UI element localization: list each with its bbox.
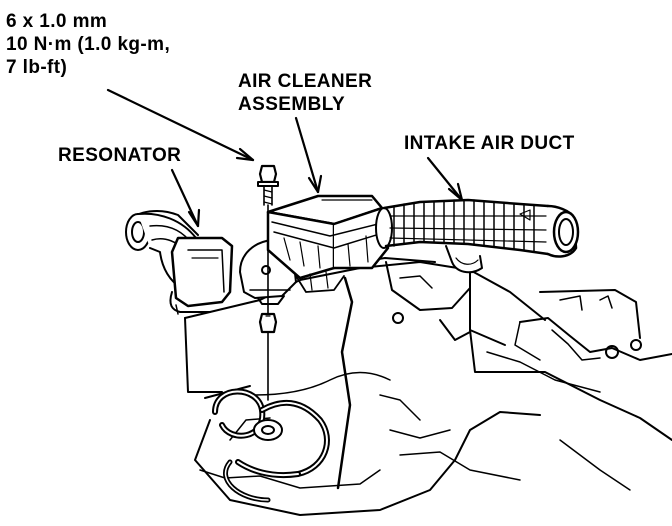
bolt-size-label: 6 x 1.0 mm [6,11,108,32]
air-cleaner-leader [294,116,320,194]
vacuum-hose-loops [212,388,330,503]
resonator-label: RESONATOR [58,145,182,166]
callout-leaders [106,88,464,228]
bolt-torque-imperial-label: 7 lb-ft) [6,57,68,78]
intake-duct-arrowhead [447,182,464,202]
air-cleaner-housing [266,194,393,293]
intake-duct-leader [426,156,464,202]
bolt-torque-metric-label: 10 N·m (1.0 kg-m, [6,34,171,55]
bolt-spec-leader [106,88,255,162]
intake-air-duct-label: INTAKE AIR DUCT [404,133,575,154]
bolt-spec-callout: 6 x 1.0 mm 10 N·m (1.0 kg-m, 7 lb-ft) [6,10,170,79]
air-cleaner-assembly-callout: AIR CLEANER ASSEMBLY [238,70,372,116]
mounting-bolt [257,164,279,401]
resonator-leader [170,168,200,228]
bolt-spec-arrowhead [235,147,255,162]
air-cleaner-arrowhead [307,174,323,194]
engine-bay-background [184,257,672,516]
resonator-arrowhead [187,208,201,228]
resonator [125,209,234,315]
intake-air-duct [382,198,580,274]
air-cleaner-label-line1: AIR CLEANER [238,71,373,92]
air-cleaner-label-line2: ASSEMBLY [238,94,346,115]
